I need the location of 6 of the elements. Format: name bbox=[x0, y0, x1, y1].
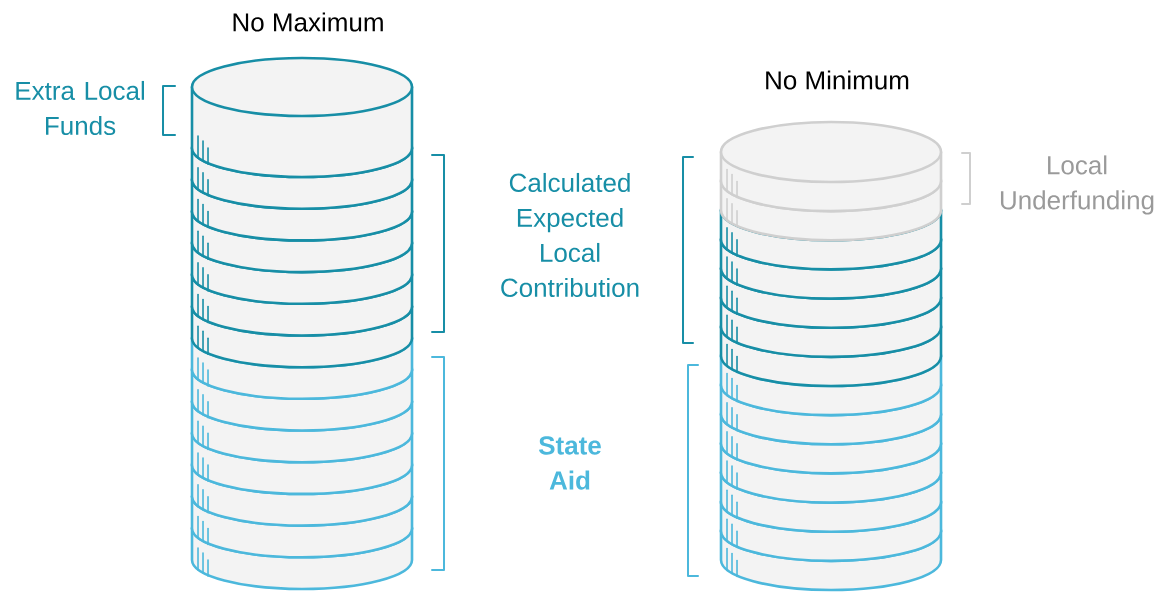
bracket-label: Extra Local Funds bbox=[16, 80, 144, 136]
bracket-label: Local Underfunding bbox=[1000, 155, 1154, 215]
stack-title: No Maximum bbox=[233, 12, 383, 32]
bracket-label: State Aid bbox=[538, 436, 601, 490]
bracket-label: Calculated Expected Local Contribution bbox=[501, 172, 639, 298]
stack-title: No Minimum bbox=[766, 70, 909, 90]
